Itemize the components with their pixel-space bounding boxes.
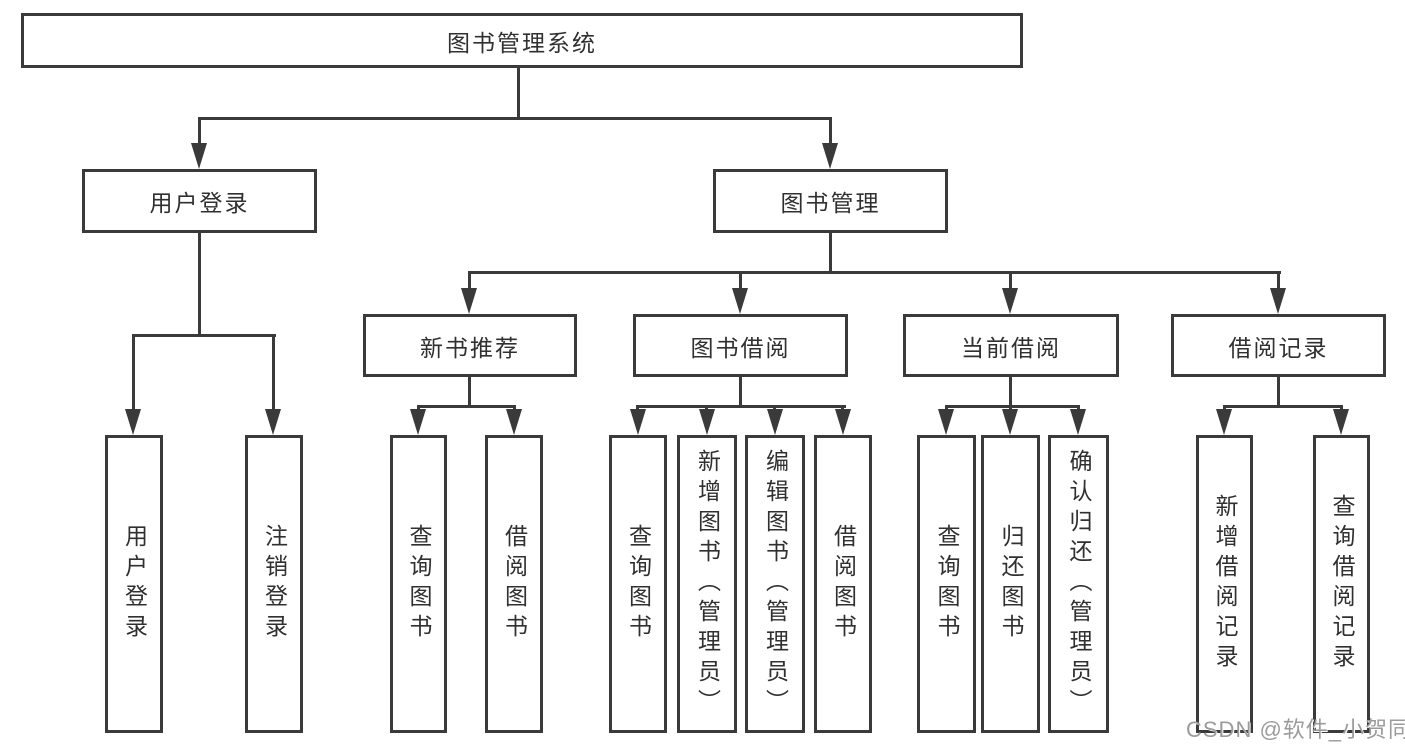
arrow-down-icon: [938, 409, 954, 435]
connector-book-borrow-bar: [636, 405, 846, 408]
connector-logout-leaf-stem: [272, 334, 275, 411]
node-book-borrow: 图书借阅: [633, 314, 848, 377]
connector-root-stem: [517, 68, 520, 120]
arrow-down-icon: [1070, 409, 1086, 435]
node-current-borrow: 当前借阅: [903, 314, 1119, 377]
node-book-mgmt: 图书管理: [713, 169, 948, 233]
node-leaf-bb-borrow-books-label: 借阅图书: [830, 524, 857, 644]
node-leaf-bb-query-books: 查询图书: [609, 435, 667, 733]
connector-current-borrow-stem: [1009, 271, 1012, 289]
connector-new-books-stem: [468, 271, 471, 289]
node-leaf-cb-confirm-return-label: 确认归还（管理员）: [1066, 449, 1092, 719]
node-leaf-br-query-record: 查询借阅记录: [1313, 435, 1370, 733]
arrow-down-icon: [822, 143, 838, 169]
connector-book-mgmt-bar: [468, 271, 1281, 274]
connector-current-borrow-bar: [945, 405, 1080, 408]
arrow-down-icon: [410, 409, 426, 435]
node-new-books-label: 新书推荐: [420, 334, 520, 361]
connector-book-mgmt-down: [829, 233, 832, 274]
node-leaf-nb-query-books: 查询图书: [390, 435, 447, 733]
connector-user-login-bar: [132, 334, 276, 337]
node-leaf-bb-edit-books: 编辑图书（管理员）: [745, 435, 805, 733]
connector-borrow-records-down: [1277, 377, 1280, 408]
node-leaf-cb-return-books: 归还图书: [981, 435, 1040, 733]
node-leaf-user-login: 用户登录: [105, 435, 163, 733]
arrow-down-icon: [1216, 409, 1232, 435]
arrow-down-icon: [506, 409, 522, 435]
connector-new-books-bar: [417, 405, 516, 408]
arrow-down-icon: [1333, 409, 1349, 435]
connector-current-borrow-down: [1009, 377, 1012, 408]
connector-book-borrow-stem: [739, 271, 742, 289]
connector-root-bar: [198, 117, 832, 120]
node-leaf-bb-borrow-books: 借阅图书: [814, 435, 872, 733]
node-current-borrow-label: 当前借阅: [961, 334, 1061, 361]
node-leaf-cb-return-books-label: 归还图书: [998, 524, 1024, 644]
arrow-down-icon: [1270, 288, 1286, 314]
arrow-down-icon: [835, 409, 851, 435]
csdn-watermark: CSDN @软件_小贺同学: [1186, 717, 1405, 742]
node-book-mgmt-label: 图书管理: [780, 190, 881, 216]
node-new-books: 新书推荐: [363, 314, 577, 377]
arrow-down-icon: [1002, 409, 1018, 435]
arrow-down-icon: [732, 288, 748, 314]
node-leaf-user-login-label: 用户登录: [121, 524, 148, 644]
node-leaf-cb-query-books-label: 查询图书: [934, 524, 960, 644]
node-user-login: 用户登录: [82, 169, 317, 233]
node-leaf-nb-query-books-label: 查询图书: [406, 524, 432, 644]
node-leaf-br-query-record-label: 查询借阅记录: [1329, 494, 1355, 674]
connector-book-mgmt-stem: [829, 117, 832, 145]
node-leaf-bb-query-books-label: 查询图书: [625, 524, 652, 644]
connector-borrow-records-bar: [1223, 405, 1343, 408]
arrow-down-icon: [1002, 288, 1018, 314]
node-leaf-cb-confirm-return: 确认归还（管理员）: [1048, 435, 1109, 733]
connector-login-leaf-stem: [132, 334, 135, 411]
node-leaf-bb-add-books-label: 新增图书（管理员）: [694, 449, 721, 719]
arrow-down-icon: [461, 288, 477, 314]
node-root: 图书管理系统: [21, 13, 1023, 68]
node-leaf-br-add-record: 新增借阅记录: [1196, 435, 1253, 733]
node-borrow-records: 借阅记录: [1171, 314, 1386, 377]
node-book-borrow-label: 图书借阅: [690, 334, 791, 361]
connector-borrow-records-stem: [1277, 271, 1280, 289]
arrow-down-icon: [699, 409, 715, 435]
arrow-down-icon: [767, 409, 783, 435]
connector-new-books-down: [468, 377, 471, 408]
connector-book-borrow-down: [739, 377, 742, 408]
node-leaf-cb-query-books: 查询图书: [917, 435, 976, 733]
connector-user-login-stem: [198, 117, 201, 145]
node-leaf-br-add-record-label: 新增借阅记录: [1212, 494, 1238, 674]
node-user-login-label: 用户登录: [149, 190, 250, 216]
connector-user-login-down: [198, 233, 201, 337]
node-borrow-records-label: 借阅记录: [1228, 334, 1329, 361]
node-leaf-logout: 注销登录: [245, 435, 303, 733]
node-leaf-logout-label: 注销登录: [261, 524, 288, 644]
arrow-down-icon: [125, 409, 141, 435]
node-leaf-bb-add-books: 新增图书（管理员）: [677, 435, 737, 733]
node-leaf-nb-borrow-books: 借阅图书: [485, 435, 543, 733]
arrow-down-icon: [191, 143, 207, 169]
node-leaf-nb-borrow-books-label: 借阅图书: [501, 524, 528, 644]
arrow-down-icon: [630, 409, 646, 435]
arrow-down-icon: [265, 409, 281, 435]
node-leaf-bb-edit-books-label: 编辑图书（管理员）: [762, 449, 789, 719]
node-root-label: 图书管理系统: [447, 29, 597, 56]
